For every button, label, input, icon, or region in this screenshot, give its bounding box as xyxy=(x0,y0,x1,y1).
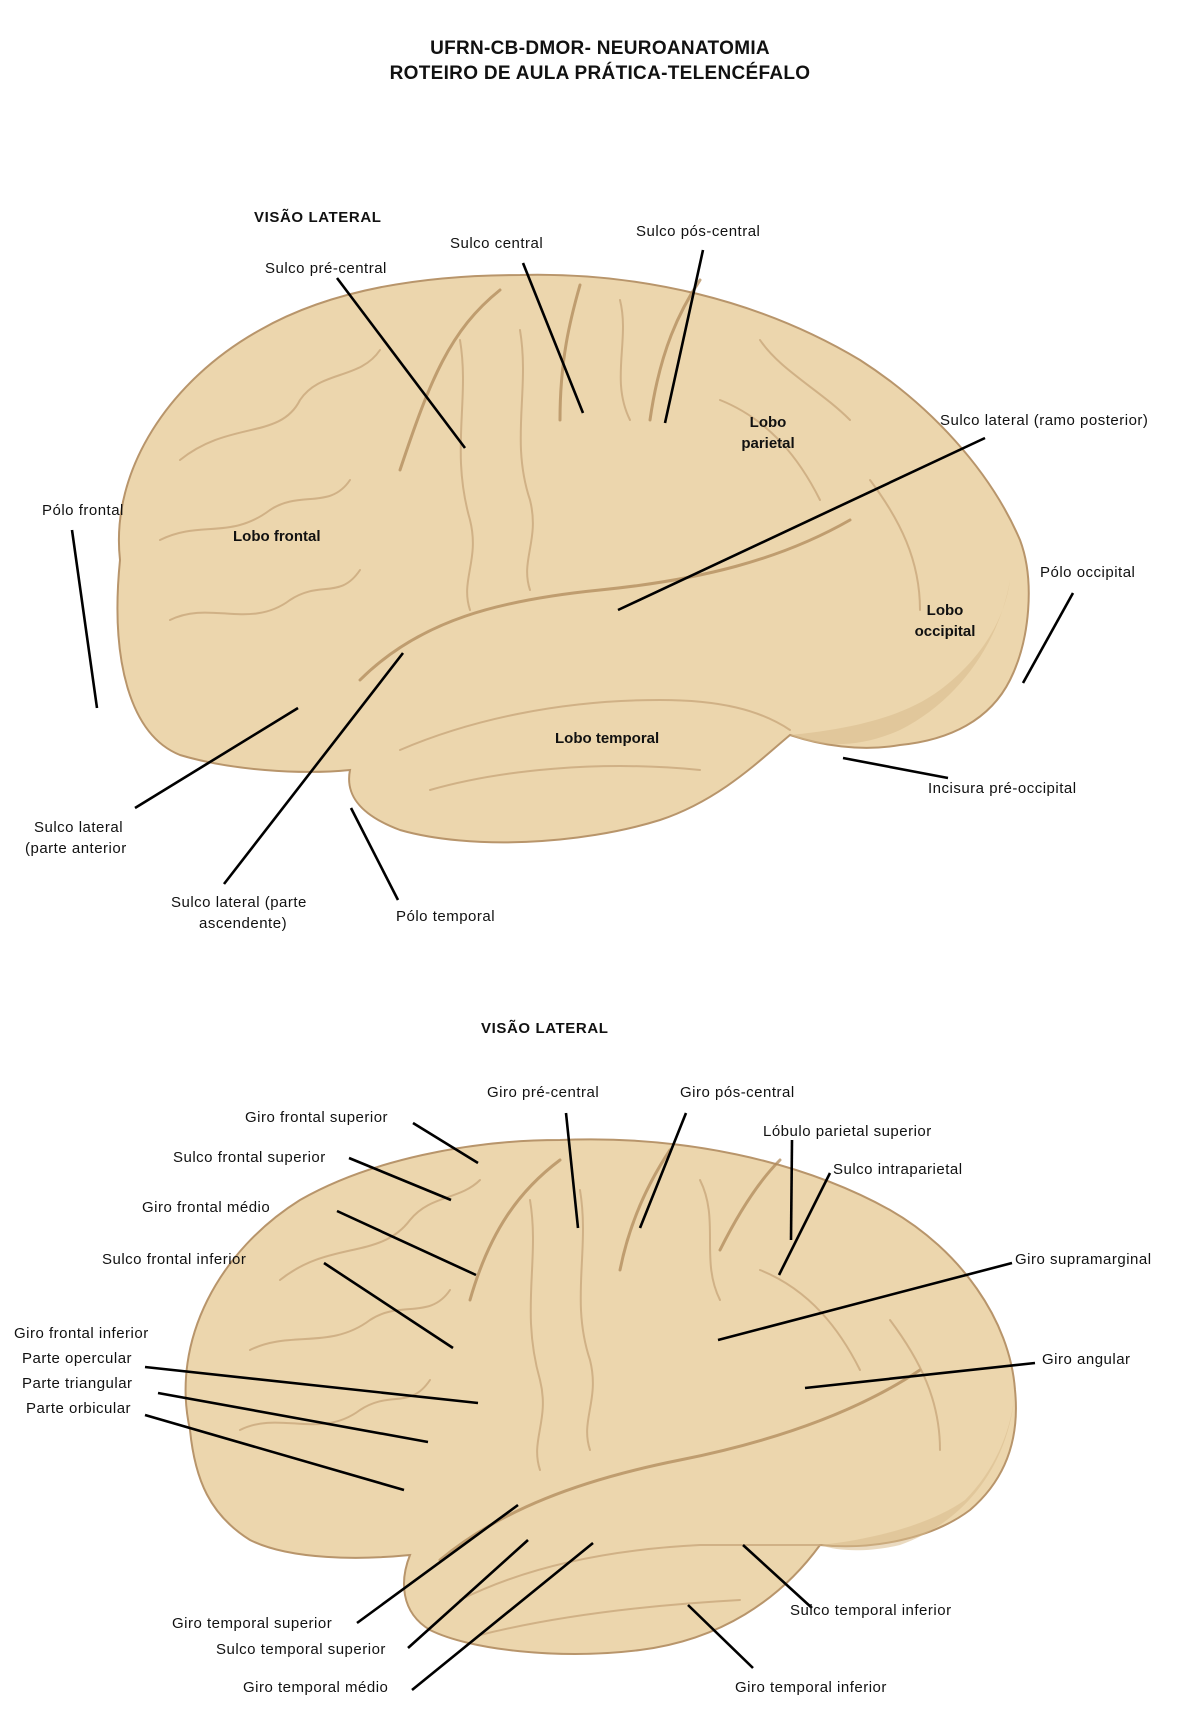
label-giro-pre-central: Giro pré-central xyxy=(487,1084,600,1101)
label-parte-orbicular: Parte orbicular xyxy=(26,1400,132,1417)
label-giro-supramarginal: Giro supramarginal xyxy=(1015,1251,1152,1268)
label-sulco-lateral-ramo-posterior: Sulco lateral (ramo posterior) xyxy=(940,412,1149,429)
label-sulco-pos-central: Sulco pós-central xyxy=(636,223,761,240)
leader-parte-triangular xyxy=(157,1391,429,1444)
label-giro-frontal-medio: Giro frontal médio xyxy=(142,1199,271,1216)
leader-giro-pre-central xyxy=(564,1112,580,1229)
label-sulco-lateral-parte-anterior-line1: Sulco lateral xyxy=(34,819,124,836)
leader-sulco-intraparietal xyxy=(777,1172,832,1276)
brain-lateral-view-2 xyxy=(184,1138,1017,1655)
lobe-occipital-label-line2: occipital xyxy=(914,623,976,640)
brain-lateral-view-1 xyxy=(116,273,1030,844)
figure1-leader-lines xyxy=(70,249,1075,901)
lobe-frontal-label: Lobo frontal xyxy=(233,528,321,545)
label-sulco-lateral-parte-anterior-line2: (parte anterior xyxy=(25,840,127,857)
leader-sulco-frontal-inferior xyxy=(323,1261,454,1350)
label-sulco-pre-central: Sulco pré-central xyxy=(265,260,387,277)
label-sulco-lateral-parte-ascendente-line1: Sulco lateral (parte xyxy=(171,894,307,911)
leader-giro-pos-central xyxy=(638,1112,688,1229)
leader-polo-occipital xyxy=(1021,592,1075,684)
leader-sulco-temporal-superior xyxy=(407,1539,529,1649)
leader-parte-orbicular xyxy=(144,1413,405,1492)
label-sulco-temporal-superior: Sulco temporal superior xyxy=(216,1641,386,1658)
figure2-heading: VISÃO LATERAL xyxy=(481,1020,609,1037)
lobe-parietal-label-line2: parietal xyxy=(741,435,795,452)
leader-parte-opercular xyxy=(144,1365,479,1405)
document-title-line-2: ROTEIRO DE AULA PRÁTICA-TELENCÉFALO xyxy=(389,63,811,84)
label-giro-pos-central: Giro pós-central xyxy=(680,1084,795,1101)
figure1-heading: VISÃO LATERAL xyxy=(254,209,382,226)
leader-giro-supramarginal xyxy=(717,1261,1013,1342)
lobe-occipital-label: Lobo occipital xyxy=(905,600,985,642)
leader-sulco-pos-central xyxy=(663,249,705,424)
label-polo-occipital: Pólo occipital xyxy=(1040,564,1136,581)
label-polo-temporal: Pólo temporal xyxy=(396,908,496,925)
lobe-parietal-label: Lobo parietal xyxy=(733,412,803,454)
lobe-parietal-label-line1: Lobo xyxy=(749,414,787,431)
label-giro-angular: Giro angular xyxy=(1042,1351,1131,1368)
leader-sulco-central xyxy=(521,262,585,414)
label-sulco-frontal-superior: Sulco frontal superior xyxy=(173,1149,326,1166)
leader-sulco-temporal-inferior xyxy=(742,1544,813,1609)
label-parte-triangular: Parte triangular xyxy=(22,1375,133,1392)
leader-sulco-pre-central xyxy=(335,277,467,449)
label-sulco-lateral-parte-ascendente-line2: ascendente) xyxy=(199,915,288,932)
label-sulco-frontal-inferior: Sulco frontal inferior xyxy=(102,1251,247,1268)
leader-lobulo-parietal-superior xyxy=(789,1139,794,1241)
label-giro-temporal-inferior: Giro temporal inferior xyxy=(735,1679,887,1696)
label-lobulo-parietal-superior: Lóbulo parietal superior xyxy=(763,1123,932,1140)
label-giro-temporal-medio: Giro temporal médio xyxy=(243,1679,389,1696)
leader-polo-frontal xyxy=(70,529,99,709)
leader-giro-temporal-superior xyxy=(356,1503,519,1625)
leader-giro-frontal-medio xyxy=(336,1209,477,1277)
label-giro-frontal-inferior: Giro frontal inferior xyxy=(14,1325,149,1342)
label-sulco-intraparietal: Sulco intraparietal xyxy=(833,1161,963,1178)
leader-sulco-lateral-parte-anterior xyxy=(134,706,299,810)
label-polo-frontal: Pólo frontal xyxy=(42,502,124,519)
lobe-temporal-label: Lobo temporal xyxy=(555,730,660,747)
lobe-occipital-label-line1: Lobo xyxy=(926,602,964,619)
leader-sulco-lateral-parte-ascendente xyxy=(222,652,405,885)
leader-incisura-pre-occipital xyxy=(842,756,949,780)
leader-sulco-frontal-superior xyxy=(348,1156,452,1202)
document-title-line-1: UFRN-CB-DMOR- NEUROANATOMIA xyxy=(430,38,770,59)
label-sulco-temporal-inferior: Sulco temporal inferior xyxy=(790,1602,952,1619)
label-sulco-central: Sulco central xyxy=(450,235,544,252)
leader-polo-temporal xyxy=(349,807,400,901)
leader-sulco-lateral-ramo-posterior xyxy=(617,436,986,612)
label-incisura-pre-occipital: Incisura pré-occipital xyxy=(928,780,1077,797)
label-giro-frontal-superior: Giro frontal superior xyxy=(245,1109,389,1126)
figure2-leader-lines xyxy=(144,1112,1036,1692)
leader-giro-temporal-medio xyxy=(411,1541,594,1692)
leader-giro-angular xyxy=(804,1361,1036,1390)
label-giro-temporal-superior: Giro temporal superior xyxy=(172,1615,333,1632)
label-parte-opercular: Parte opercular xyxy=(22,1350,133,1367)
leader-giro-frontal-superior xyxy=(412,1121,479,1165)
leader-giro-temporal-inferior xyxy=(687,1604,754,1669)
